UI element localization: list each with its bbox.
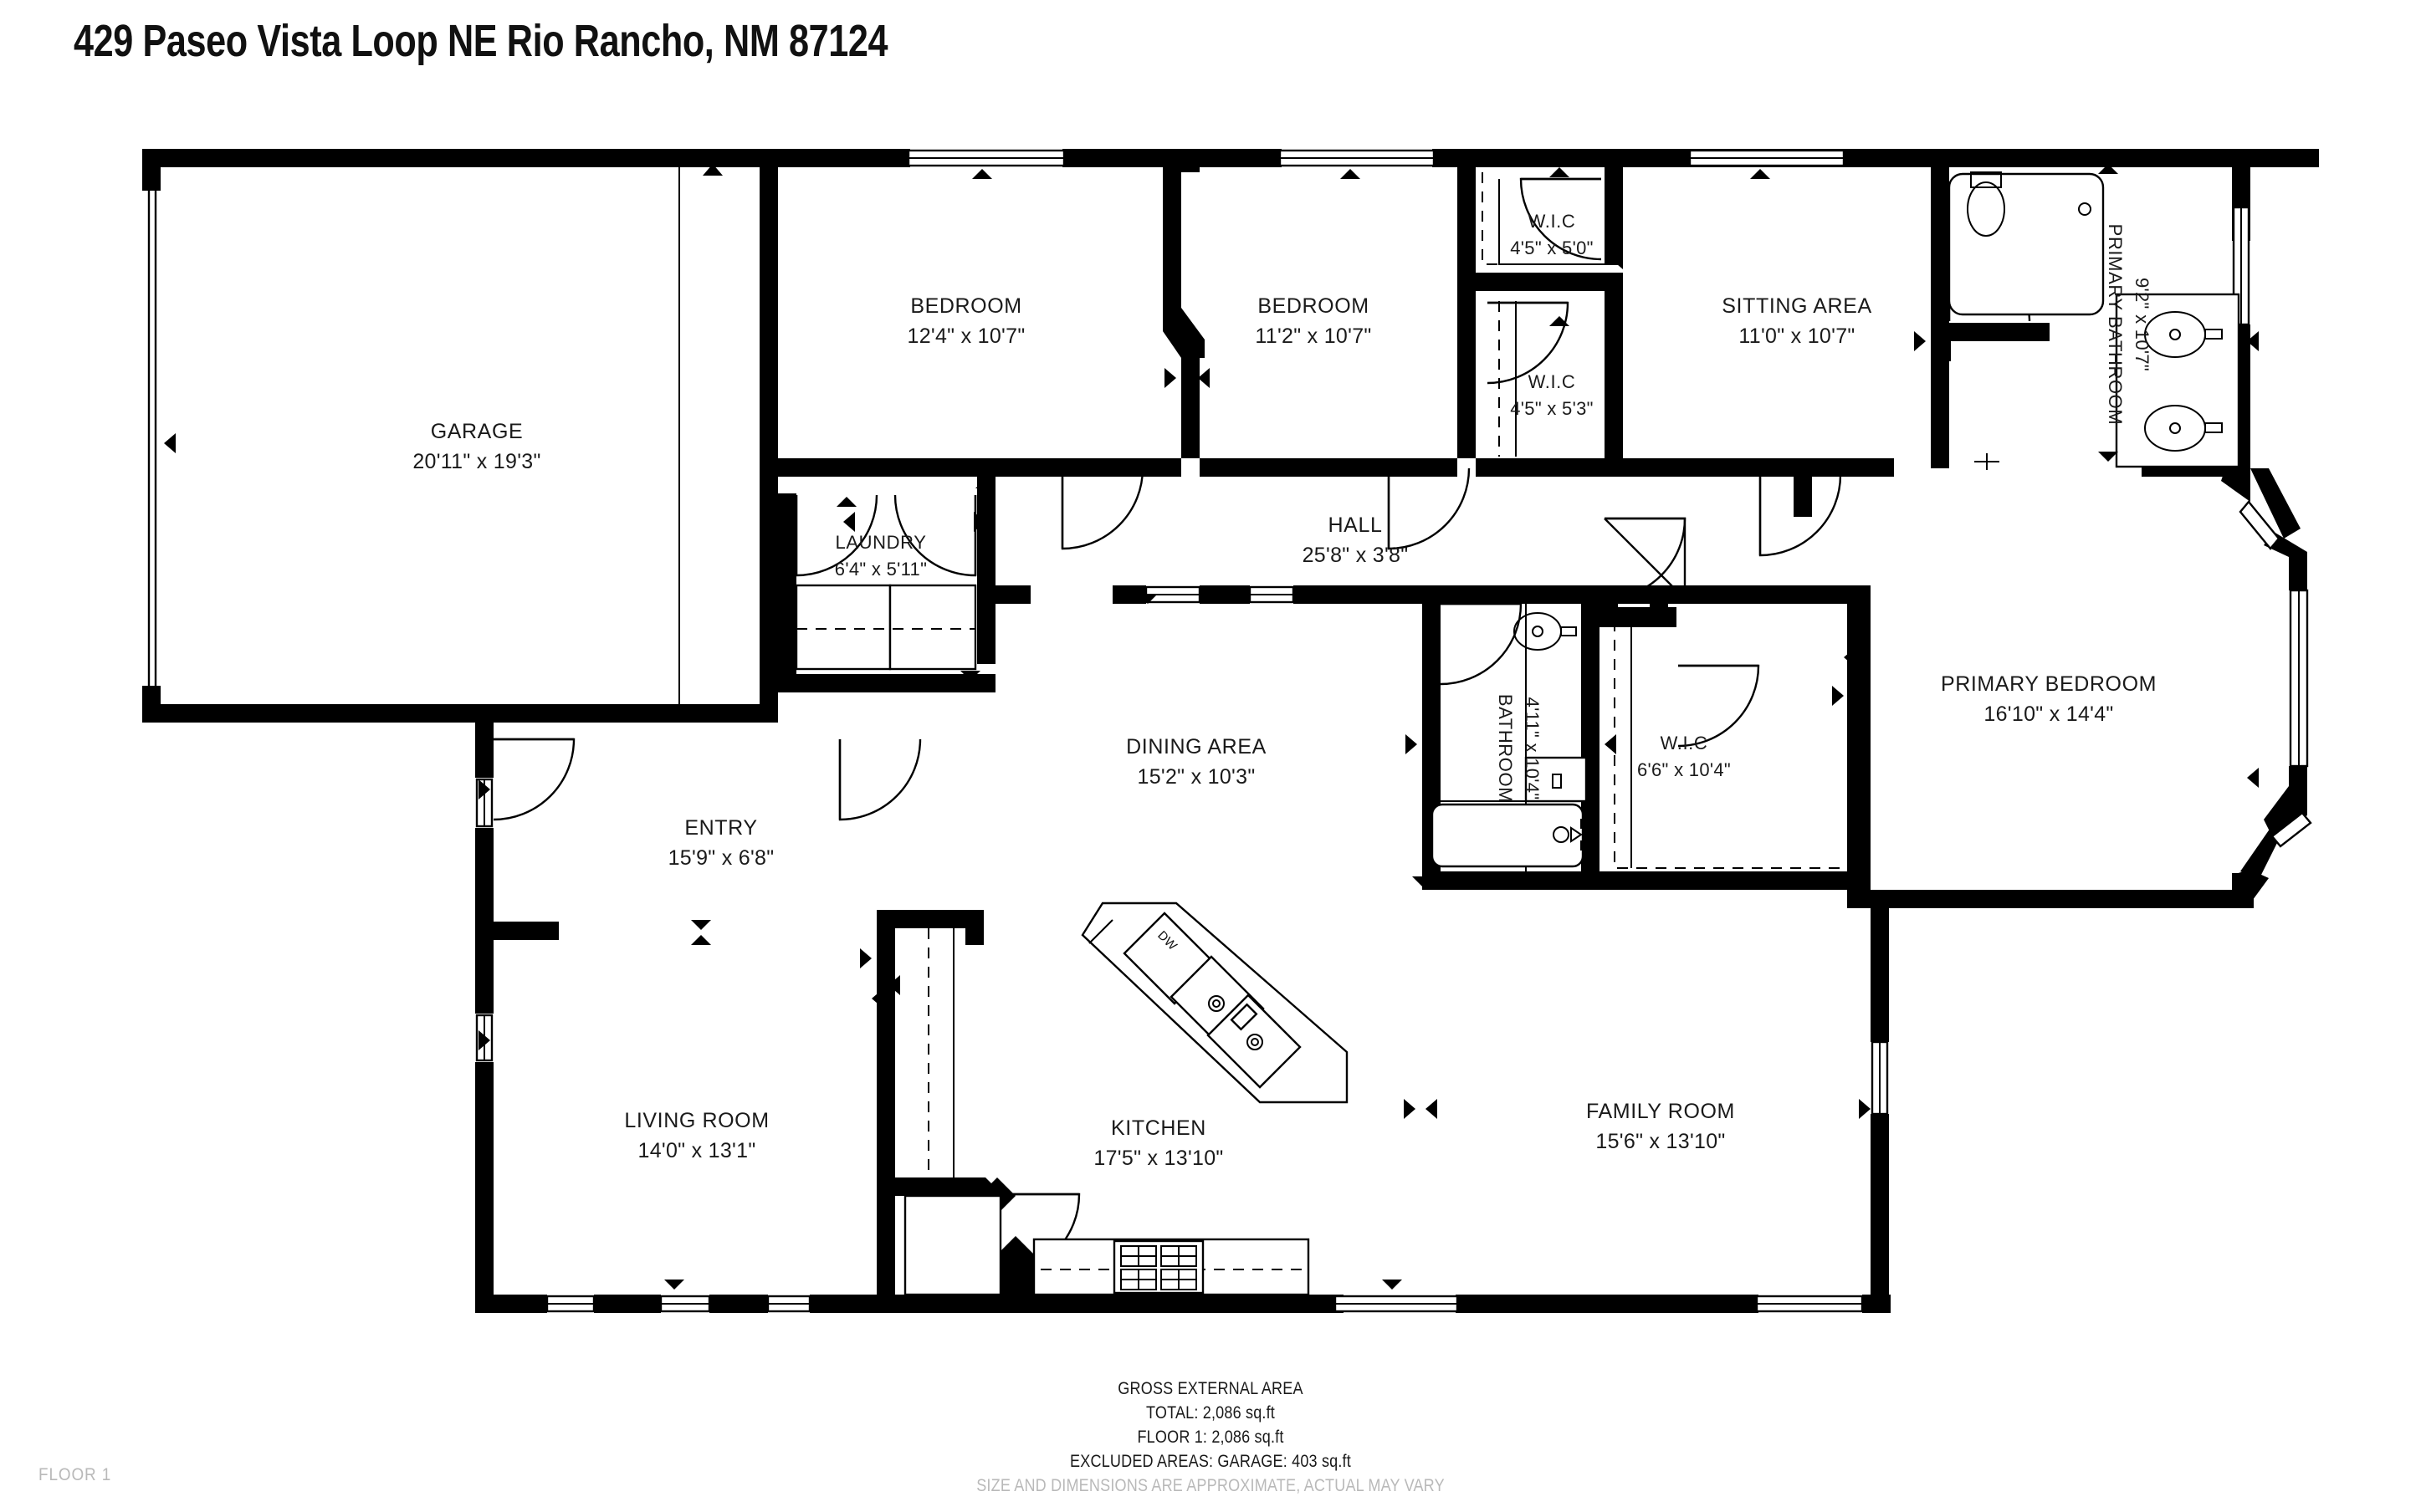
wic-shelving xyxy=(1482,172,1840,869)
room-name: GARAGE xyxy=(431,420,524,443)
room-label-bedroom-2: BEDROOM 11'2" x 10'7" xyxy=(1255,294,1371,348)
room-label-laundry: LAUNDRY 6'4" x 5'11" xyxy=(835,532,927,580)
room-labels: GARAGE 20'11" x 19'3" BEDROOM 12'4" x 10… xyxy=(412,211,2157,1170)
room-label-sitting-area: SITTING AREA 11'0" x 10'7" xyxy=(1722,294,1871,348)
room-dim: 9'2" x 10'7" xyxy=(2132,278,2152,371)
room-name: KITCHEN xyxy=(1111,1116,1206,1140)
room-dim: 16'10" x 14'4" xyxy=(1983,702,2113,726)
area-total: TOTAL: 2,086 sq.ft xyxy=(1145,1403,1275,1423)
room-name: SITTING AREA xyxy=(1722,294,1871,318)
floor-tag: FLOOR 1 xyxy=(38,1465,112,1484)
room-dim: 6'4" x 5'11" xyxy=(835,559,927,580)
room-name: W.I.C xyxy=(1528,211,1576,232)
room-name: ENTRY xyxy=(684,816,757,840)
wall-structure xyxy=(142,149,2319,1313)
room-label-primary-bathroom: PRIMARY BATHROOM 9'2" x 10'7" xyxy=(2105,224,2152,426)
room-label-living-room: LIVING ROOM 14'0" x 13'1" xyxy=(624,1109,769,1162)
page-title: 429 Paseo Vista Loop NE Rio Rancho, NM 8… xyxy=(74,16,888,66)
room-label-garage: GARAGE 20'11" x 19'3" xyxy=(412,420,540,473)
kitchen-counter xyxy=(903,928,1310,1296)
room-name: FAMILY ROOM xyxy=(1586,1100,1735,1123)
room-name: HALL xyxy=(1328,513,1383,537)
cooktop-burners xyxy=(1120,1245,1197,1290)
room-name: W.I.C xyxy=(1528,371,1576,392)
room-label-entry: ENTRY 15'9" x 6'8" xyxy=(668,816,775,870)
fixtures: DW xyxy=(795,171,2240,1296)
room-label-dining-area: DINING AREA 15'2" x 10'3" xyxy=(1126,735,1267,789)
area-heading: GROSS EXTERNAL AREA xyxy=(1118,1379,1303,1398)
room-dim: 15'9" x 6'8" xyxy=(668,846,775,870)
area-summary: GROSS EXTERNAL AREA TOTAL: 2,086 sq.ft F… xyxy=(0,1377,2421,1498)
room-dim: 14'0" x 13'1" xyxy=(637,1139,755,1162)
room-dim: 11'0" x 10'7" xyxy=(1738,324,1855,348)
room-name: LAUNDRY xyxy=(836,532,927,553)
room-dim: 20'11" x 19'3" xyxy=(412,450,540,473)
room-name: W.I.C xyxy=(1661,733,1708,753)
room-dim: 11'2" x 10'7" xyxy=(1255,324,1371,348)
room-name: PRIMARY BATHROOM xyxy=(2105,224,2126,426)
garage-door xyxy=(147,156,680,716)
room-dim: 25'8" x 3'8" xyxy=(1303,544,1409,567)
room-label-bathroom: BATHROOM 4'11" x 10'4" xyxy=(1495,694,1543,803)
dimension-markers xyxy=(164,154,2259,1290)
area-disclaimer: SIZE AND DIMENSIONS ARE APPROXIMATE, ACT… xyxy=(976,1476,1445,1495)
room-dim: 15'6" x 13'10" xyxy=(1595,1130,1725,1153)
room-label-wic-1: W.I.C 4'5" x 5'0" xyxy=(1510,211,1594,258)
room-name: BATHROOM xyxy=(1495,694,1516,803)
room-name: BEDROOM xyxy=(1257,294,1369,318)
room-label-primary-bedroom: PRIMARY BEDROOM 16'10" x 14'4" xyxy=(1941,672,2157,726)
area-floor1: FLOOR 1: 2,086 sq.ft xyxy=(1137,1428,1284,1447)
room-dim: 4'5" x 5'3" xyxy=(1510,398,1594,419)
room-dim: 15'2" x 10'3" xyxy=(1137,765,1255,789)
room-label-family-room: FAMILY ROOM 15'6" x 13'10" xyxy=(1586,1100,1735,1153)
room-name: DINING AREA xyxy=(1126,735,1267,759)
room-dim: 6'6" x 10'4" xyxy=(1637,759,1731,780)
room-label-hall: HALL 25'8" x 3'8" xyxy=(1303,513,1409,567)
room-label-wic-primary: W.I.C 6'6" x 10'4" xyxy=(1637,733,1731,780)
room-label-kitchen: KITCHEN 17'5" x 13'10" xyxy=(1093,1116,1223,1170)
windows xyxy=(475,149,2312,1313)
room-dim: 4'11" x 10'4" xyxy=(1522,697,1543,800)
area-excluded: EXCLUDED AREAS: GARAGE: 403 sq.ft xyxy=(1070,1452,1351,1471)
room-dim: 17'5" x 13'10" xyxy=(1093,1147,1223,1170)
kitchen-island: DW xyxy=(1081,902,1349,1104)
room-label-wic-2: W.I.C 4'5" x 5'3" xyxy=(1510,371,1594,419)
room-name: PRIMARY BEDROOM xyxy=(1941,672,2157,696)
room-name: LIVING ROOM xyxy=(624,1109,769,1132)
room-dim: 12'4" x 10'7" xyxy=(907,324,1025,348)
room-name: BEDROOM xyxy=(910,294,1021,318)
room-dim: 4'5" x 5'0" xyxy=(1510,238,1594,258)
room-label-bedroom-1: BEDROOM 12'4" x 10'7" xyxy=(907,294,1025,348)
